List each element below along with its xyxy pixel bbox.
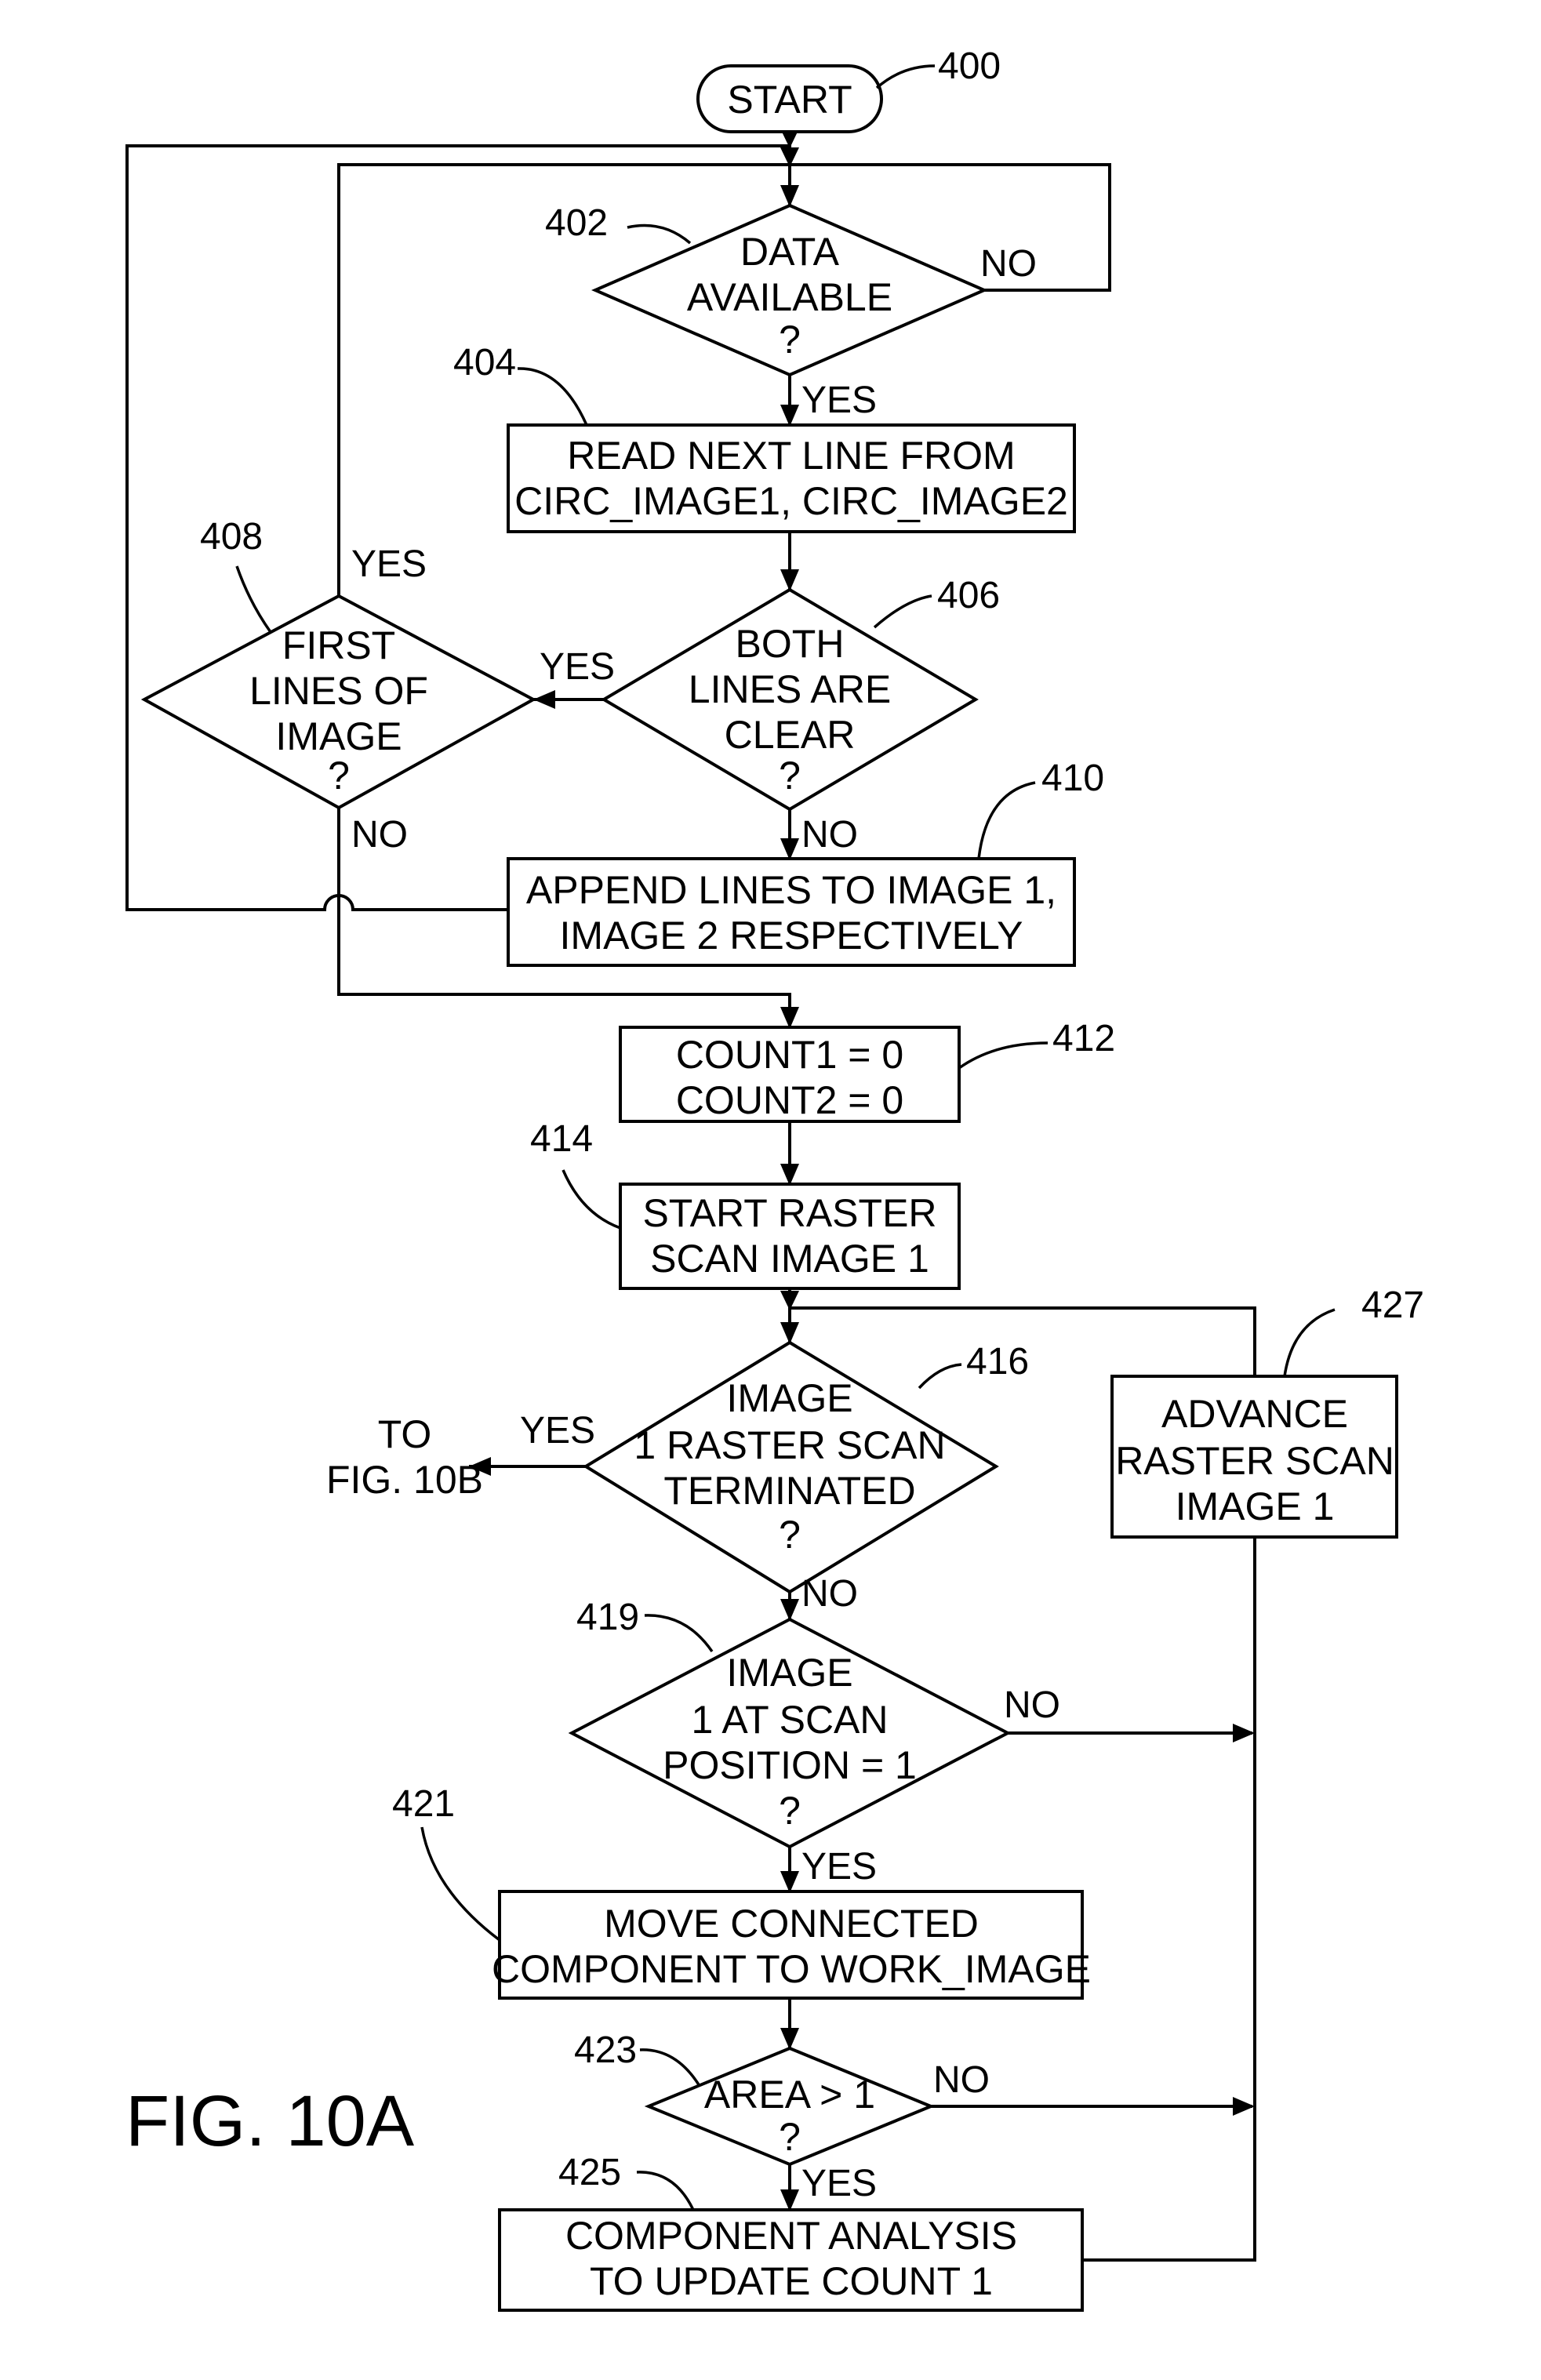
- arrowhead-into-404: [780, 405, 799, 427]
- edge-label-423-yes: YES: [801, 2163, 877, 2204]
- arrowhead-into-425: [780, 2189, 799, 2211]
- arrowhead-423-no: [1233, 2097, 1255, 2116]
- edge-label-408-no: NO: [351, 814, 408, 856]
- leader-404: [518, 369, 587, 425]
- decision-423-line-2: ?: [779, 2115, 801, 2159]
- process-427-line-2: RASTER SCAN: [1115, 1439, 1394, 1483]
- process-414-line-1: START RASTER: [642, 1191, 936, 1235]
- leader-412: [959, 1043, 1048, 1068]
- arrowhead-into-402: [780, 185, 799, 207]
- figure-title: FIG. 10A: [125, 2081, 415, 2161]
- decision-423-line-1: AREA > 1: [704, 2073, 875, 2117]
- leader-lines: [237, 66, 1335, 2210]
- leader-414: [563, 1170, 620, 1228]
- decision-406-line-4: ?: [779, 754, 801, 798]
- ref-number-410: 410: [1041, 758, 1104, 799]
- edge-label-423-no: NO: [933, 2059, 990, 2101]
- process-425-line-1: COMPONENT ANALYSIS: [565, 2214, 1017, 2258]
- decision-406-line-1: BOTH: [736, 622, 845, 666]
- ref-number-408: 408: [200, 516, 263, 558]
- arrowhead-into-410: [780, 838, 799, 860]
- decision-408-line-3: IMAGE: [275, 714, 402, 758]
- decision-406-line-2: LINES ARE: [689, 667, 891, 711]
- leader-425: [637, 2172, 693, 2210]
- edge-label-408-yes: YES: [351, 543, 427, 585]
- ref-number-421: 421: [392, 1783, 455, 1825]
- arrowhead-419-no: [1233, 1724, 1255, 1742]
- ref-number-427: 427: [1361, 1284, 1424, 1326]
- decision-408-line-2: LINES OF: [249, 669, 428, 713]
- process-421-line-2: COMPONENT TO WORK_IMAGE: [492, 1947, 1091, 1991]
- decision-419-line-1: IMAGE: [726, 1651, 852, 1695]
- ref-number-414: 414: [530, 1118, 593, 1160]
- decision-416-line-4: ?: [779, 1513, 801, 1557]
- leader-419: [645, 1615, 712, 1651]
- edge-label-406-yes: YES: [540, 646, 615, 688]
- process-425-line-2: TO UPDATE COUNT 1: [590, 2259, 993, 2303]
- edge-label-406-no: NO: [801, 814, 858, 856]
- connector-425-to-427: [1082, 1537, 1255, 2260]
- decision-419-line-4: ?: [779, 1789, 801, 1833]
- edge-label-402-yes: YES: [801, 380, 877, 421]
- off-page-connector-line-1: TO: [378, 1412, 432, 1456]
- arrowhead-into-412: [780, 1007, 799, 1029]
- decision-416-line-2: 1 RASTER SCAN: [634, 1423, 945, 1467]
- decision-416-line-1: IMAGE: [726, 1376, 852, 1420]
- edge-label-419-yes: YES: [801, 1846, 877, 1888]
- ref-number-419: 419: [576, 1597, 639, 1638]
- arrowhead-into-423: [780, 2028, 799, 2050]
- decision-408-line-1: FIRST: [282, 623, 395, 667]
- arrowhead-into-414: [780, 1164, 799, 1186]
- ref-number-425: 425: [558, 2152, 621, 2193]
- ref-number-416: 416: [966, 1341, 1029, 1383]
- leader-402: [627, 226, 690, 244]
- ref-number-406: 406: [937, 575, 1000, 616]
- decision-419-line-2: 1 AT SCAN: [691, 1698, 888, 1742]
- process-404-line-1: READ NEXT LINE FROM: [567, 434, 1015, 478]
- leader-400: [877, 66, 935, 88]
- off-page-connector-line-2: FIG. 10B: [326, 1458, 483, 1502]
- edge-label-416-yes: YES: [520, 1410, 595, 1452]
- process-404-line-2: CIRC_IMAGE1, CIRC_IMAGE2: [514, 479, 1068, 523]
- ref-number-412: 412: [1052, 1018, 1115, 1059]
- leader-421: [422, 1827, 500, 1940]
- edge-label-416-no: NO: [801, 1573, 858, 1615]
- decision-416-line-3: TERMINATED: [663, 1469, 915, 1513]
- process-410-line-2: IMAGE 2 RESPECTIVELY: [560, 914, 1023, 957]
- process-421-line-1: MOVE CONNECTED: [604, 1902, 979, 1946]
- arrowhead-into-408: [533, 690, 555, 709]
- arrowhead-into-421: [780, 1871, 799, 1893]
- leader-410: [979, 783, 1035, 859]
- decision-408-line-4: ?: [328, 754, 350, 798]
- decision-419-line-3: POSITION = 1: [663, 1743, 917, 1787]
- decision-402-line-2: AVAILABLE: [687, 275, 892, 319]
- process-427-line-3: IMAGE 1: [1176, 1484, 1335, 1528]
- start-label: START: [727, 78, 852, 122]
- ref-number-400: 400: [938, 45, 1001, 87]
- leader-423: [640, 2050, 700, 2086]
- leader-416: [919, 1364, 961, 1388]
- edge-label-419-no: NO: [1004, 1684, 1060, 1726]
- ref-number-404: 404: [453, 342, 516, 383]
- leader-408: [237, 566, 271, 632]
- leader-427: [1285, 1310, 1335, 1376]
- process-412-line-1: COUNT1 = 0: [676, 1033, 903, 1077]
- process-414-line-2: SCAN IMAGE 1: [650, 1237, 929, 1281]
- decision-402-line-3: ?: [779, 318, 801, 362]
- decision-406-line-3: CLEAR: [725, 713, 856, 757]
- process-410-line-1: APPEND LINES TO IMAGE 1,: [526, 868, 1056, 912]
- process-427-line-1: ADVANCE: [1161, 1392, 1348, 1436]
- leader-406: [874, 596, 932, 627]
- ref-number-402: 402: [545, 202, 608, 244]
- edge-label-402-no: NO: [980, 243, 1037, 285]
- process-412-line-2: COUNT2 = 0: [676, 1078, 903, 1122]
- decision-402-line-1: DATA: [740, 230, 840, 274]
- ref-number-423: 423: [574, 2029, 637, 2071]
